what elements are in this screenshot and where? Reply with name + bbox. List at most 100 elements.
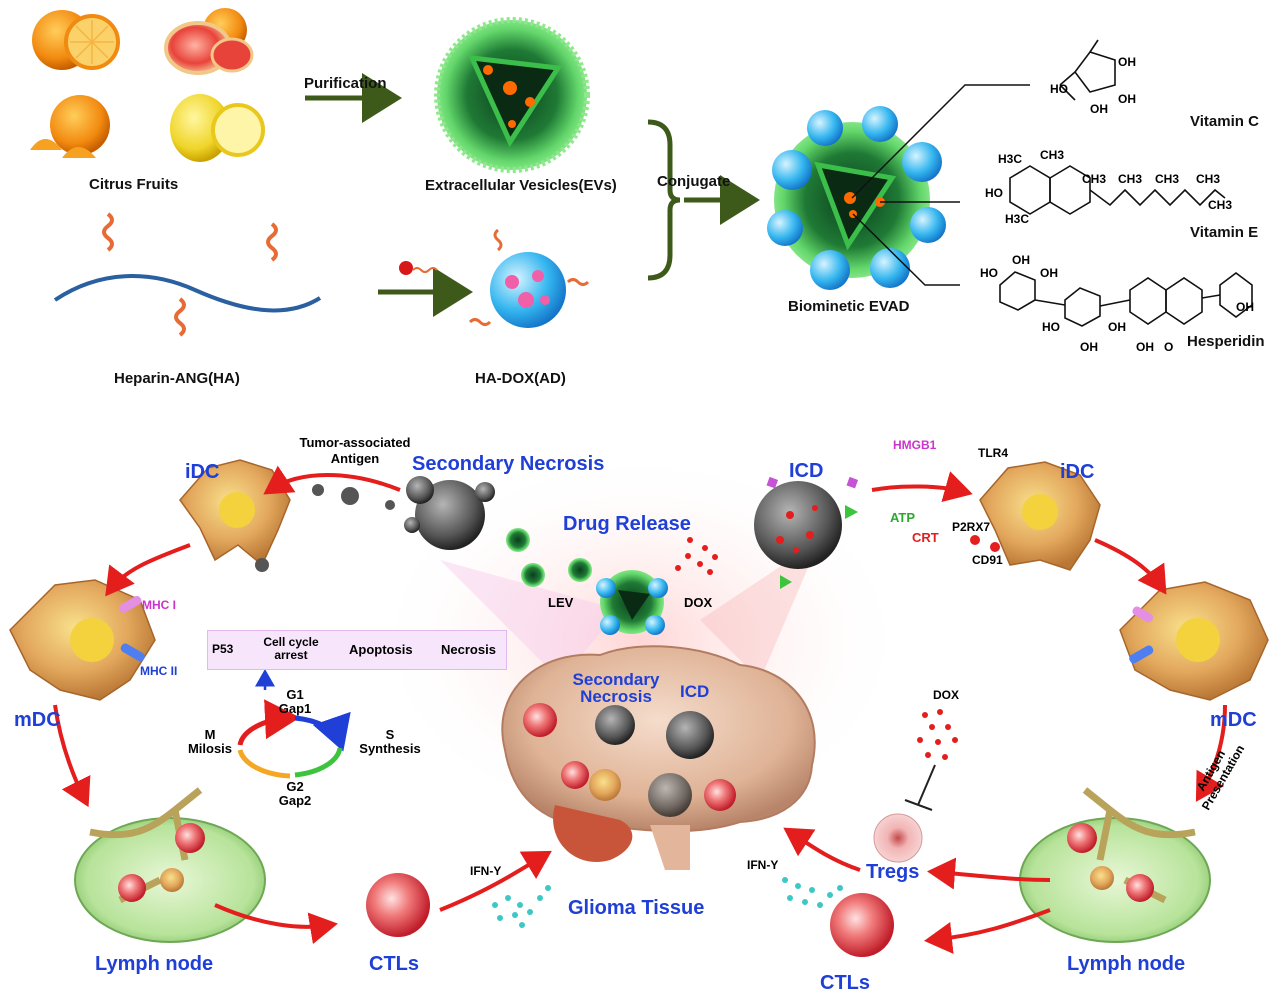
chem-e-h3c1: H3C	[998, 152, 1023, 166]
hadox-label: HA-DOX(AD)	[475, 370, 566, 387]
pathway-necrosis: Necrosis	[441, 642, 496, 657]
chem-e-ch3c: CH3	[1118, 172, 1143, 186]
heparin-ang-strand	[53, 212, 322, 337]
chem-e-ch3f: CH3	[1208, 198, 1233, 212]
purification-label: Purification	[304, 75, 387, 92]
mhc1-label: MHC I	[142, 598, 176, 612]
chem-c-oh3: OH	[1090, 102, 1108, 116]
pathway-box	[207, 630, 507, 670]
immune-red-arrows	[53, 465, 1227, 954]
cycle-s-label: S Synthesis	[359, 727, 421, 756]
vitamin-e-structure	[1009, 165, 1226, 215]
atp-label: ATP	[890, 510, 916, 525]
chem-e-ch3e: CH3	[1196, 172, 1221, 186]
idc-right-cell	[970, 461, 1101, 571]
mdc-right-label: mDC	[1210, 709, 1257, 731]
treg-cell	[873, 813, 923, 863]
secondary-necrosis-label: Secondary Necrosis	[412, 453, 605, 475]
icd-top-label: ICD	[789, 460, 824, 482]
cycle-g2-label: G2 Gap2	[278, 779, 312, 808]
cell-cycle-ring	[237, 699, 351, 779]
drug-release-label: Drug Release	[563, 513, 691, 535]
hmgb1-label: HMGB1	[893, 438, 937, 452]
dox-right-label: DOX	[933, 688, 960, 702]
lymph-node-right-label: Lymph node	[1067, 953, 1186, 975]
ifn-dots-left	[492, 885, 551, 928]
chem-e-ch3d: CH3	[1155, 172, 1180, 186]
chem-c-oh1: OH	[1118, 55, 1136, 69]
vitamin-e-label: Vitamin E	[1190, 224, 1259, 241]
icd-tumor	[754, 476, 859, 589]
chem-h-oh6: OH	[1236, 300, 1254, 314]
chem-h-oh5: OH	[1136, 340, 1154, 354]
pathway-p53: P53	[212, 642, 234, 656]
lev-label: LEV	[548, 595, 574, 610]
citrus-fruits-label: Citrus Fruits	[89, 176, 179, 193]
extracellular-vesicle-image	[434, 17, 590, 173]
pathway-apoptosis: Apoptosis	[349, 642, 413, 657]
dox-inhibition	[904, 764, 936, 811]
brain-icd-label: ICD	[680, 682, 710, 701]
brain-image	[501, 645, 816, 870]
cycle-m-label: M Milosis	[187, 727, 233, 756]
brain-secondary-necrosis-label: Secondary Necrosis	[572, 670, 660, 706]
biomimetic-evad-label: Biominetic EVAD	[788, 298, 910, 315]
chem-c-ho: HO	[1050, 82, 1068, 96]
mdc-left-cell	[9, 579, 156, 701]
mdc-right-cell	[1119, 581, 1269, 701]
ctls-right-label: CTLs	[820, 972, 870, 994]
conjugate-label: Conjugate	[657, 173, 731, 190]
vitamin-c-label: Vitamin C	[1190, 113, 1259, 130]
crt-label: CRT	[912, 530, 939, 545]
chem-e-ho: HO	[985, 186, 1003, 200]
chem-h-oh4: OH	[1108, 320, 1126, 334]
tlr4-label: TLR4	[978, 446, 1008, 460]
cycle-g1-label: G1 Gap1	[278, 687, 312, 716]
ifn-left-label: IFN-Y	[470, 864, 502, 878]
conjugate-bracket	[647, 119, 760, 281]
chem-h-oh1: OH	[1012, 253, 1030, 267]
secondary-necrosis-tumor	[312, 476, 495, 550]
chem-h-oh3: OH	[1080, 340, 1098, 354]
chem-h-ho1: HO	[980, 266, 998, 280]
idc-left-label: iDC	[185, 461, 220, 483]
lymph-node-right	[1019, 787, 1211, 943]
extracellular-vesicles-label: Extracellular Vesicles(EVs)	[425, 177, 617, 194]
mdc-left-label: mDC	[14, 709, 61, 731]
molecule-leader-lines	[851, 84, 1030, 286]
chem-h-o: O	[1164, 340, 1174, 354]
tumor-antigen-label: Tumor-associated Antigen	[299, 435, 411, 466]
heparin-ang-label: Heparin-ANG(HA)	[114, 370, 240, 387]
dox-mid-label: DOX	[684, 595, 713, 610]
hadox-nanoparticle	[468, 228, 590, 328]
ifn-right-label: IFN-Y	[747, 858, 779, 872]
mhc2-label: MHC II	[140, 664, 178, 678]
p2rx7-label: P2RX7	[952, 520, 991, 534]
ctl-right-cell	[830, 893, 894, 957]
dox-dots-right	[917, 709, 958, 760]
hesperidin-structure	[999, 271, 1253, 327]
chem-e-h3c2: H3C	[1005, 212, 1030, 226]
chem-e-ch3a: CH3	[1040, 148, 1065, 162]
biomimetic-evad-image	[767, 106, 946, 290]
hadox-arrow	[378, 261, 473, 317]
chem-h-ho2: HO	[1042, 320, 1060, 334]
chem-h-oh2: OH	[1040, 266, 1058, 280]
glioma-tissue-label: Glioma Tissue	[568, 897, 705, 919]
chem-c-oh2: OH	[1118, 92, 1136, 106]
ctl-left-cell	[366, 873, 430, 937]
lymph-node-left-label: Lymph node	[95, 953, 214, 975]
chem-e-ch3b: CH3	[1082, 172, 1107, 186]
hesperidin-label: Hesperidin	[1187, 333, 1265, 350]
idc-left-cell	[179, 459, 291, 572]
idc-right-label: iDC	[1060, 461, 1095, 483]
vitamin-c-structure	[1059, 39, 1116, 101]
tregs-label: Tregs	[866, 861, 920, 883]
lymph-node-left	[74, 787, 266, 943]
pathway-cell-cycle-arrest: Cell cycle arrest	[263, 635, 319, 662]
cd91-label: CD91	[972, 553, 1003, 567]
ctls-left-label: CTLs	[369, 953, 419, 975]
ifn-dots-right	[782, 877, 843, 908]
citrus-fruits-image	[30, 8, 265, 162]
